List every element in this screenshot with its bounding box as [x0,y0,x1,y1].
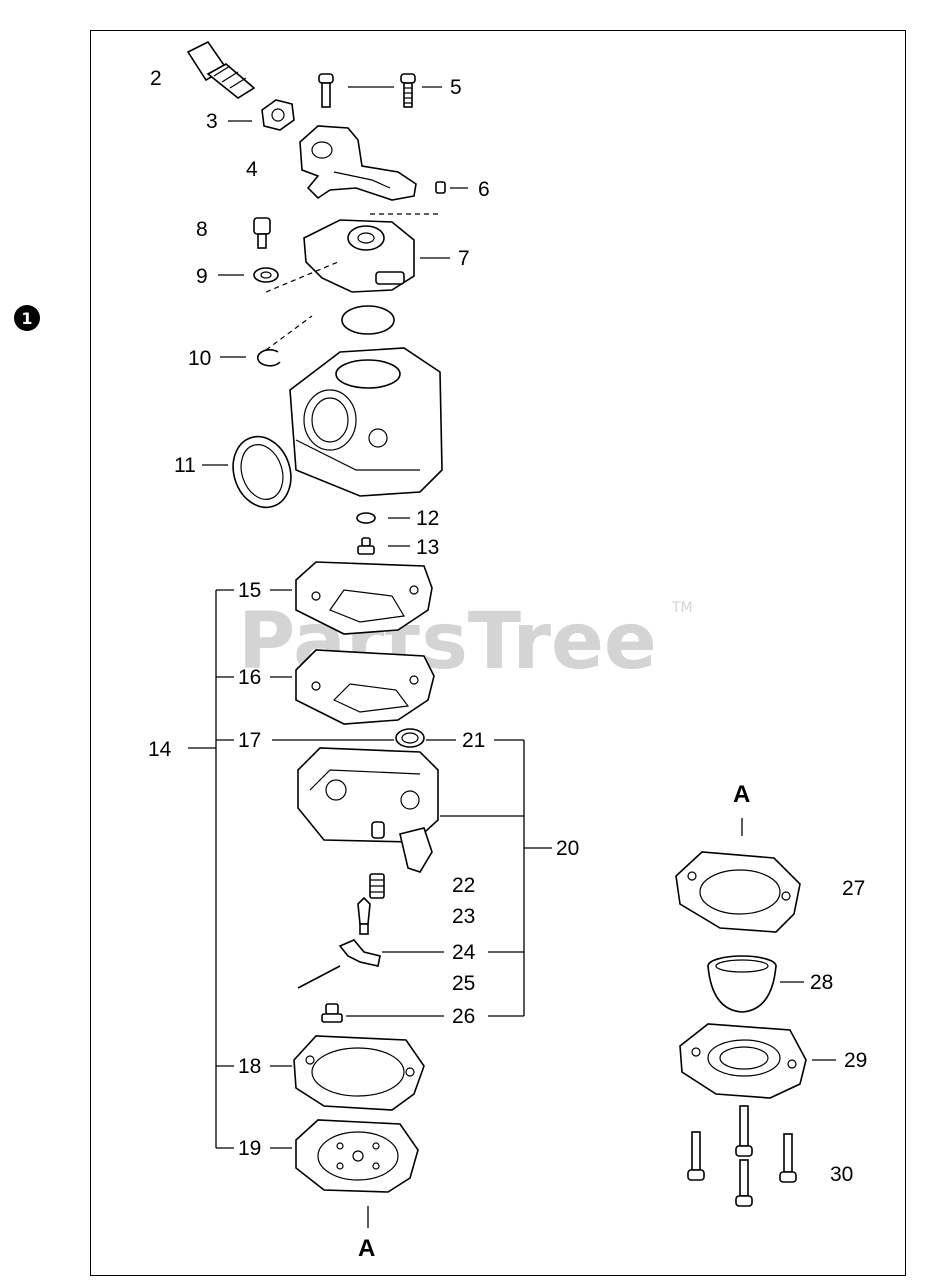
label-14: 14 [148,738,172,761]
part-12-o-ring[interactable] [356,512,376,524]
label-18: 18 [238,1055,261,1078]
label-8: 8 [196,218,208,241]
label-6: 6 [478,178,490,201]
label-20: 20 [556,837,579,860]
label-10: 10 [188,347,211,370]
label-22: 22 [452,874,475,897]
label-21: 21 [462,729,485,752]
part-30-screws[interactable] [687,1105,797,1207]
part-21-screen[interactable] [395,728,425,748]
label-23: 23 [452,905,475,928]
label-3: 3 [206,110,218,133]
label-11: 11 [174,454,196,477]
part-25-lever-pin[interactable] [297,965,341,989]
part-5-screws[interactable] [318,73,416,108]
label-26: 26 [452,1005,475,1028]
part-2-screw[interactable] [186,40,256,99]
reference-a-top: A [733,781,750,808]
label-27: 27 [842,877,865,900]
part-28-primer-bulb[interactable] [707,955,777,1013]
label-19: 19 [238,1137,261,1160]
part-11-gasket-ring[interactable] [224,429,300,515]
part-18-gasket[interactable] [293,1035,425,1111]
part-6-plug[interactable] [435,181,446,194]
label-25: 25 [452,972,475,995]
part-29-cover[interactable] [679,1023,807,1099]
part-22-spring[interactable] [369,873,385,899]
reference-a-bottom: A [358,1235,375,1262]
label-24: 24 [452,941,476,964]
label-13: 13 [416,536,439,559]
label-29: 29 [844,1049,867,1072]
part-8-pin[interactable] [253,217,271,249]
label-17: 17 [238,729,261,752]
diagram-frame [90,30,906,1276]
part-4-throttle-lever[interactable] [299,125,417,201]
part-16-pump-diaphragm[interactable] [295,649,435,725]
part-15-gasket[interactable] [295,561,433,635]
part-10-clip[interactable] [256,315,313,367]
part-20-body-assembly[interactable] [297,747,439,873]
label-5: 5 [450,76,462,99]
label-30: 30 [830,1163,853,1186]
part-9-washer[interactable] [253,267,279,283]
label-16: 16 [238,666,261,689]
label-7: 7 [458,247,470,270]
label-12: 12 [416,507,439,530]
part-27-gasket[interactable] [675,851,801,933]
part-3-nut[interactable] [261,99,295,131]
label-2: 2 [150,67,162,90]
part-19-metering-diaphragm[interactable] [295,1119,419,1193]
watermark-trademark: TM [671,600,693,616]
part-13-needle[interactable] [357,537,375,555]
section-marker-number: 1 [21,309,32,328]
part-7-throttle-valve[interactable] [265,213,440,335]
label-9: 9 [196,265,208,288]
label-15: 15 [238,579,261,602]
carburetor-body[interactable] [289,347,443,497]
section-marker: 1 [14,305,40,331]
part-24-control-lever[interactable] [338,939,381,967]
part-26-screw[interactable] [321,1003,343,1023]
leader-lines [188,86,836,1228]
label-28: 28 [810,971,833,994]
label-4: 4 [246,158,258,181]
part-23-inlet-needle[interactable] [357,896,371,935]
part-labels: 2 3 4 5 6 7 8 9 10 11 12 13 14 15 16 17 … [148,67,867,1262]
